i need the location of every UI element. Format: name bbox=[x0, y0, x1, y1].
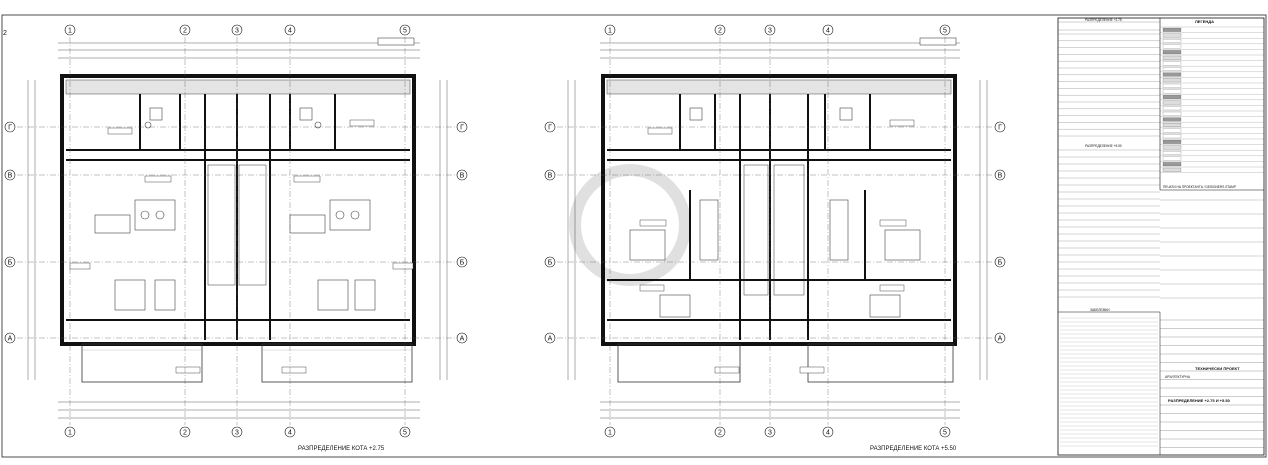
grid-axis-label: 5 bbox=[403, 429, 407, 436]
project-part: АРХИТЕКТУРНА bbox=[1165, 375, 1191, 379]
project-phase: ТЕХНИЧЕСКИ ПРОЕКТ bbox=[1195, 366, 1240, 371]
grid-axis-bubble bbox=[764, 24, 776, 36]
grid-axis-label: 1 bbox=[608, 27, 612, 34]
grid-axis-label: А bbox=[460, 335, 465, 342]
title-block: РАЗПРЕДЕЛЕНИЕ +2.75 РАЗПРЕДЕЛЕНИЕ +5.50 … bbox=[1057, 17, 1265, 456]
grid-axis-label: А bbox=[998, 335, 1003, 342]
sheet-edge-mark: 2 bbox=[3, 30, 7, 37]
grid-axis-label: 4 bbox=[826, 429, 830, 436]
grid-axis-bubble bbox=[939, 426, 951, 438]
grid-axis-label: Б bbox=[548, 259, 553, 266]
grid-axis-bubble bbox=[939, 24, 951, 36]
grid-axis-bubble bbox=[604, 24, 616, 36]
grid-axis-label: Г bbox=[998, 124, 1002, 131]
grid-axis-bubble bbox=[994, 256, 1006, 268]
left-plan-caption: РАЗПРЕДЕЛЕНИЕ КОТА +2.75 bbox=[298, 446, 385, 452]
legend-title: ЛЕГЕНДА bbox=[1195, 19, 1214, 24]
grid-axis-bubble bbox=[456, 256, 468, 268]
stamp-title: ПЕЧАТИ НА ПРОЕКТАНТА / DESIGNERS STAMP bbox=[1163, 185, 1236, 189]
grid-axis-label: 4 bbox=[288, 429, 292, 436]
grid-axis-bubble bbox=[399, 426, 411, 438]
grid-axis-bubble bbox=[822, 426, 834, 438]
grid-axis-label: Г bbox=[8, 124, 12, 131]
table1-title: РАЗПРЕДЕЛЕНИЕ +2.75 bbox=[1085, 18, 1122, 22]
grid-axis-bubble bbox=[714, 24, 726, 36]
grid-axis-bubble bbox=[456, 169, 468, 181]
grid-axis-bubble bbox=[764, 426, 776, 438]
grid-axis-label: 4 bbox=[826, 27, 830, 34]
grid-axis-bubble bbox=[544, 256, 556, 268]
grid-axis-bubble bbox=[4, 256, 16, 268]
grid-axis-bubble bbox=[179, 426, 191, 438]
grid-axis-label: А bbox=[8, 335, 13, 342]
grid-axis-bubble bbox=[994, 332, 1006, 344]
grid-axis-bubble bbox=[456, 332, 468, 344]
grid-axis-bubble bbox=[822, 24, 834, 36]
grid-axis-label: 4 bbox=[288, 27, 292, 34]
grid-axis-label: 1 bbox=[68, 429, 72, 436]
grid-axis-label: Б bbox=[998, 259, 1003, 266]
grid-axis-label: В bbox=[460, 172, 465, 179]
grid-axis-label: 5 bbox=[943, 27, 947, 34]
grid-axis-bubble bbox=[4, 169, 16, 181]
grid-axis-bubble bbox=[64, 426, 76, 438]
grid-axis-label: 2 bbox=[183, 429, 187, 436]
grid-axis-bubble bbox=[179, 24, 191, 36]
grid-axis-label: Г bbox=[548, 124, 552, 131]
grid-axis-label: 1 bbox=[608, 429, 612, 436]
right-plan-caption: РАЗПРЕДЕЛЕНИЕ КОТА +5.50 bbox=[870, 446, 957, 452]
grid-axis-label: 3 bbox=[768, 27, 772, 34]
table2-title: РАЗПРЕДЕЛЕНИЕ +5.50 bbox=[1085, 144, 1122, 148]
grid-axis-label: Г bbox=[460, 124, 464, 131]
grid-axis-bubble bbox=[714, 426, 726, 438]
grid-axis-label: В bbox=[8, 172, 13, 179]
grid-axis-label: 5 bbox=[403, 27, 407, 34]
grid-axis-label: 2 bbox=[718, 429, 722, 436]
grid-axis-bubble bbox=[284, 426, 296, 438]
grid-axis-label: 3 bbox=[235, 27, 239, 34]
grid-axis-bubble bbox=[994, 169, 1006, 181]
left-floor-plan bbox=[27, 37, 448, 419]
grid-axis-bubble bbox=[4, 332, 16, 344]
watermark-logo bbox=[569, 164, 691, 286]
grid-axis-label: 1 bbox=[68, 27, 72, 34]
grid-axis-label: В bbox=[548, 172, 553, 179]
grid-axis-label: 5 bbox=[943, 429, 947, 436]
grid-axis-bubble bbox=[284, 24, 296, 36]
grid-axis-label: В bbox=[998, 172, 1003, 179]
drawing-title: РАЗПРЕДЕЛЕНИЕ +2.75 И +5.50 bbox=[1168, 398, 1231, 403]
grid-axis-label: Б bbox=[8, 259, 13, 266]
grid-axis-bubble bbox=[399, 24, 411, 36]
grid-axis-bubble bbox=[456, 121, 468, 133]
grid-axis-bubble bbox=[544, 332, 556, 344]
grid-axis-bubble bbox=[994, 121, 1006, 133]
grid-axis-label: 3 bbox=[768, 429, 772, 436]
right-floor-plan bbox=[567, 37, 988, 419]
notes-title: ЗАБЕЛЕЖКИ bbox=[1090, 308, 1110, 312]
grid-axis-bubble bbox=[231, 24, 243, 36]
grid-axis-bubble bbox=[544, 121, 556, 133]
grid-axis-label: 2 bbox=[183, 27, 187, 34]
grid-axis-bubble bbox=[604, 426, 616, 438]
grid-axis-bubble bbox=[544, 169, 556, 181]
grid-axis-bubble bbox=[64, 24, 76, 36]
grid-axis-bubble bbox=[231, 426, 243, 438]
grid-axis-label: 3 bbox=[235, 429, 239, 436]
grid-axis-bubble bbox=[4, 121, 16, 133]
grid-axis-label: Б bbox=[460, 259, 465, 266]
grid-axis-label: А bbox=[548, 335, 553, 342]
grid-axis-label: 2 bbox=[718, 27, 722, 34]
